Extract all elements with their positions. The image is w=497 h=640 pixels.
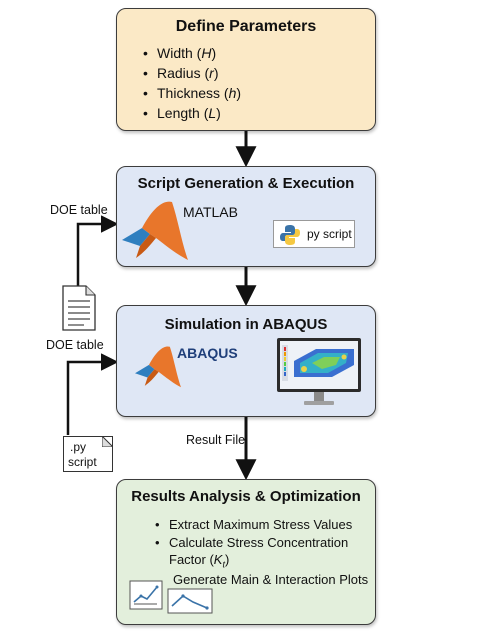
doe-table-label-1: DOE table (50, 203, 108, 217)
abaqus-logo-icon (135, 346, 181, 388)
script-generation-title: Script Generation & Execution (137, 175, 355, 192)
param-width: Width (H) (143, 43, 241, 63)
parameter-list: Width (H) Radius (r) Thickness (h) Lengt… (143, 43, 241, 123)
param-length: Length (L) (143, 103, 241, 123)
main-effects-plot-icon (129, 580, 163, 610)
script-generation-box: Script Generation & Execution (116, 166, 376, 267)
param-thickness: Thickness (h) (143, 83, 241, 103)
results-title: Results Analysis & Optimization (131, 488, 361, 505)
document-icon (62, 285, 96, 331)
result-generate-plots: Generate Main & Interaction Plots (173, 572, 369, 587)
monitor-icon (277, 338, 361, 405)
page-fold-icon (102, 436, 113, 447)
result-kt-line: Factor (Kt) (169, 552, 230, 570)
py-script-label: py script (307, 227, 352, 241)
py-file-line2: script (68, 455, 97, 469)
py-file-line1: .py (70, 440, 87, 454)
param-radius: Radius (r) (143, 63, 241, 83)
py-script-card: py script (273, 220, 355, 248)
py-script-file-icon: .py script (63, 436, 113, 472)
result-file-label: Result File (186, 433, 246, 447)
arrow-doe-to-matlab (76, 215, 119, 288)
doe-table-label-2: DOE table (46, 338, 104, 352)
abaqus-label: ABAQUS (177, 345, 238, 361)
result-extract-stress: Extract Maximum Stress Values (155, 516, 352, 534)
matlab-logo-icon (122, 201, 188, 260)
result-calc-kt: Calculate Stress Concentration (155, 534, 352, 552)
interaction-plot-icon (167, 588, 213, 614)
arrow-py-to-abaqus (66, 353, 119, 435)
matlab-label: MATLAB (183, 204, 238, 220)
python-logo-icon (280, 225, 300, 245)
simulation-title: Simulation in ABAQUS (164, 316, 328, 333)
define-parameters-box: Define Parameters Width (H) Radius (r) T… (116, 8, 376, 131)
results-list: Extract Maximum Stress Values Calculate … (155, 516, 352, 552)
define-parameters-title: Define Parameters (175, 18, 317, 35)
